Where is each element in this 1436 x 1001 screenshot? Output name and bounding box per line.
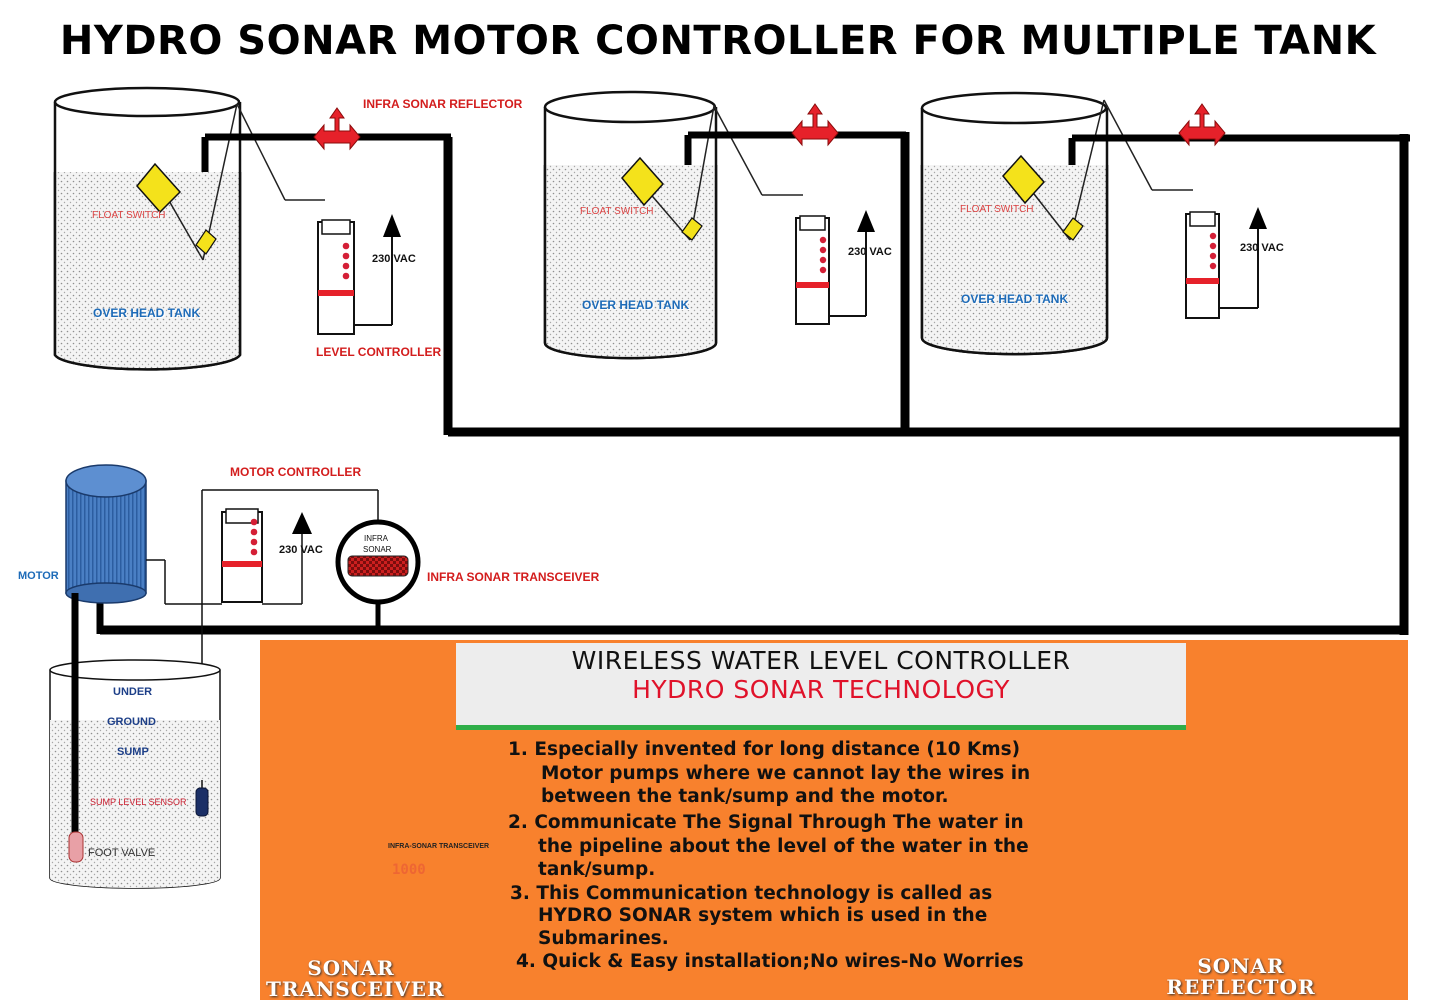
gauge-text-infra: INFRA [364, 534, 388, 543]
label-voltage-1: 230 VAC [372, 253, 416, 265]
device-caption: INFRA-SONAR TRANSCEIVER [388, 843, 490, 850]
float-switch-3 [1002, 99, 1153, 241]
overhead-tank-1 [53, 86, 242, 371]
label-level-controller: LEVEL CONTROLLER [316, 345, 442, 359]
sonar-reflector-3 [1178, 103, 1226, 147]
caption-sonar-transceiver: SONAR TRANSCEIVER [266, 956, 445, 1001]
level-controller-1 [285, 199, 401, 335]
sonar-reflector-2 [791, 103, 839, 147]
gauge-text-sonar: SONAR [363, 545, 392, 554]
point-2-line-3: tank/sump. [538, 859, 656, 880]
banner-title: WIRELESS WATER LEVEL CONTROLLER [571, 646, 1071, 675]
level-controller-3 [1152, 189, 1267, 319]
point-4-line-1: 4. Quick & Easy installation;No wires-No… [516, 951, 1024, 972]
point-1-line-1: 1. Especially invented for long distance… [508, 739, 1021, 760]
main-pipeline [96, 132, 1409, 635]
sonar-reflector-1 [313, 107, 361, 151]
label-infra-sonar-reflector: INFRA SONAR REFLECTOR [363, 97, 523, 111]
device-display: 1000 [392, 862, 426, 878]
label-sump-ground: GROUND [107, 716, 156, 728]
label-float-switch-3: FLOAT SWITCH [960, 204, 1034, 215]
level-controller-2 [762, 194, 875, 325]
motor-controller [201, 489, 379, 860]
caption-reflector-line1: SONAR [1197, 954, 1285, 978]
overhead-tank-3 [920, 91, 1109, 356]
page-title: HYDRO SONAR MOTOR CONTROLLER FOR MULTIPL… [59, 18, 1377, 64]
point-2-line-1: 2. Communicate The Signal Through The wa… [508, 812, 1024, 833]
caption-transceiver-line2: TRANSCEIVER [266, 977, 445, 1001]
info-banner: WIRELESS WATER LEVEL CONTROLLER HYDRO SO… [456, 643, 1186, 730]
float-switch-1 [136, 103, 286, 261]
caption-transceiver-line1: SONAR [307, 956, 395, 980]
point-3-line-3: Submarines. [538, 928, 669, 949]
caption-reflector-line2: REFLECTOR [1166, 975, 1316, 999]
sump-level-sensor [195, 780, 209, 817]
label-foot-valve: FOOT VALVE [88, 847, 156, 859]
label-voltage-motor: 230 VAC [279, 544, 323, 556]
point-3-line-2: HYDRO SONAR system which is used in the [538, 905, 988, 926]
caption-sonar-reflector: SONAR REFLECTOR [1166, 956, 1316, 998]
label-voltage-2: 230 VAC [848, 246, 892, 258]
label-over-head-tank-3: OVER HEAD TANK [961, 292, 1069, 306]
point-1-line-2: Motor pumps where we cannot lay the wire… [541, 763, 1031, 784]
point-3-line-1: 3. This Communication technology is call… [510, 883, 993, 904]
point-1-line-3: between the tank/sump and the motor. [541, 786, 949, 807]
point-2-line-2: the pipeline about the level of the wate… [538, 836, 1029, 857]
suction-pipe [68, 593, 84, 863]
label-over-head-tank-2: OVER HEAD TANK [582, 298, 690, 312]
sonar-transceiver-gauge [335, 519, 421, 630]
pipe-3 [1068, 134, 1410, 165]
label-sump-under: UNDER [113, 686, 153, 698]
label-motor: MOTOR [18, 570, 59, 582]
label-over-head-tank-1: OVER HEAD TANK [93, 306, 201, 320]
label-float-switch-2: FLOAT SWITCH [580, 206, 654, 217]
label-float-switch-1: FLOAT SWITCH [92, 210, 166, 221]
label-infra-sonar-transceiver: INFRA SONAR TRANSCEIVER [427, 570, 600, 584]
banner-subtitle: HYDRO SONAR TECHNOLOGY [632, 675, 1010, 704]
float-switch-2 [621, 105, 763, 241]
underground-sump [49, 659, 221, 889]
overhead-tank-2 [543, 90, 718, 360]
motor [65, 464, 222, 605]
label-voltage-3: 230 VAC [1240, 242, 1284, 254]
label-sump-level-sensor: SUMP LEVEL SENSOR [90, 797, 187, 807]
label-motor-controller: MOTOR CONTROLLER [230, 465, 362, 479]
label-sump-sump: SUMP [117, 746, 149, 758]
